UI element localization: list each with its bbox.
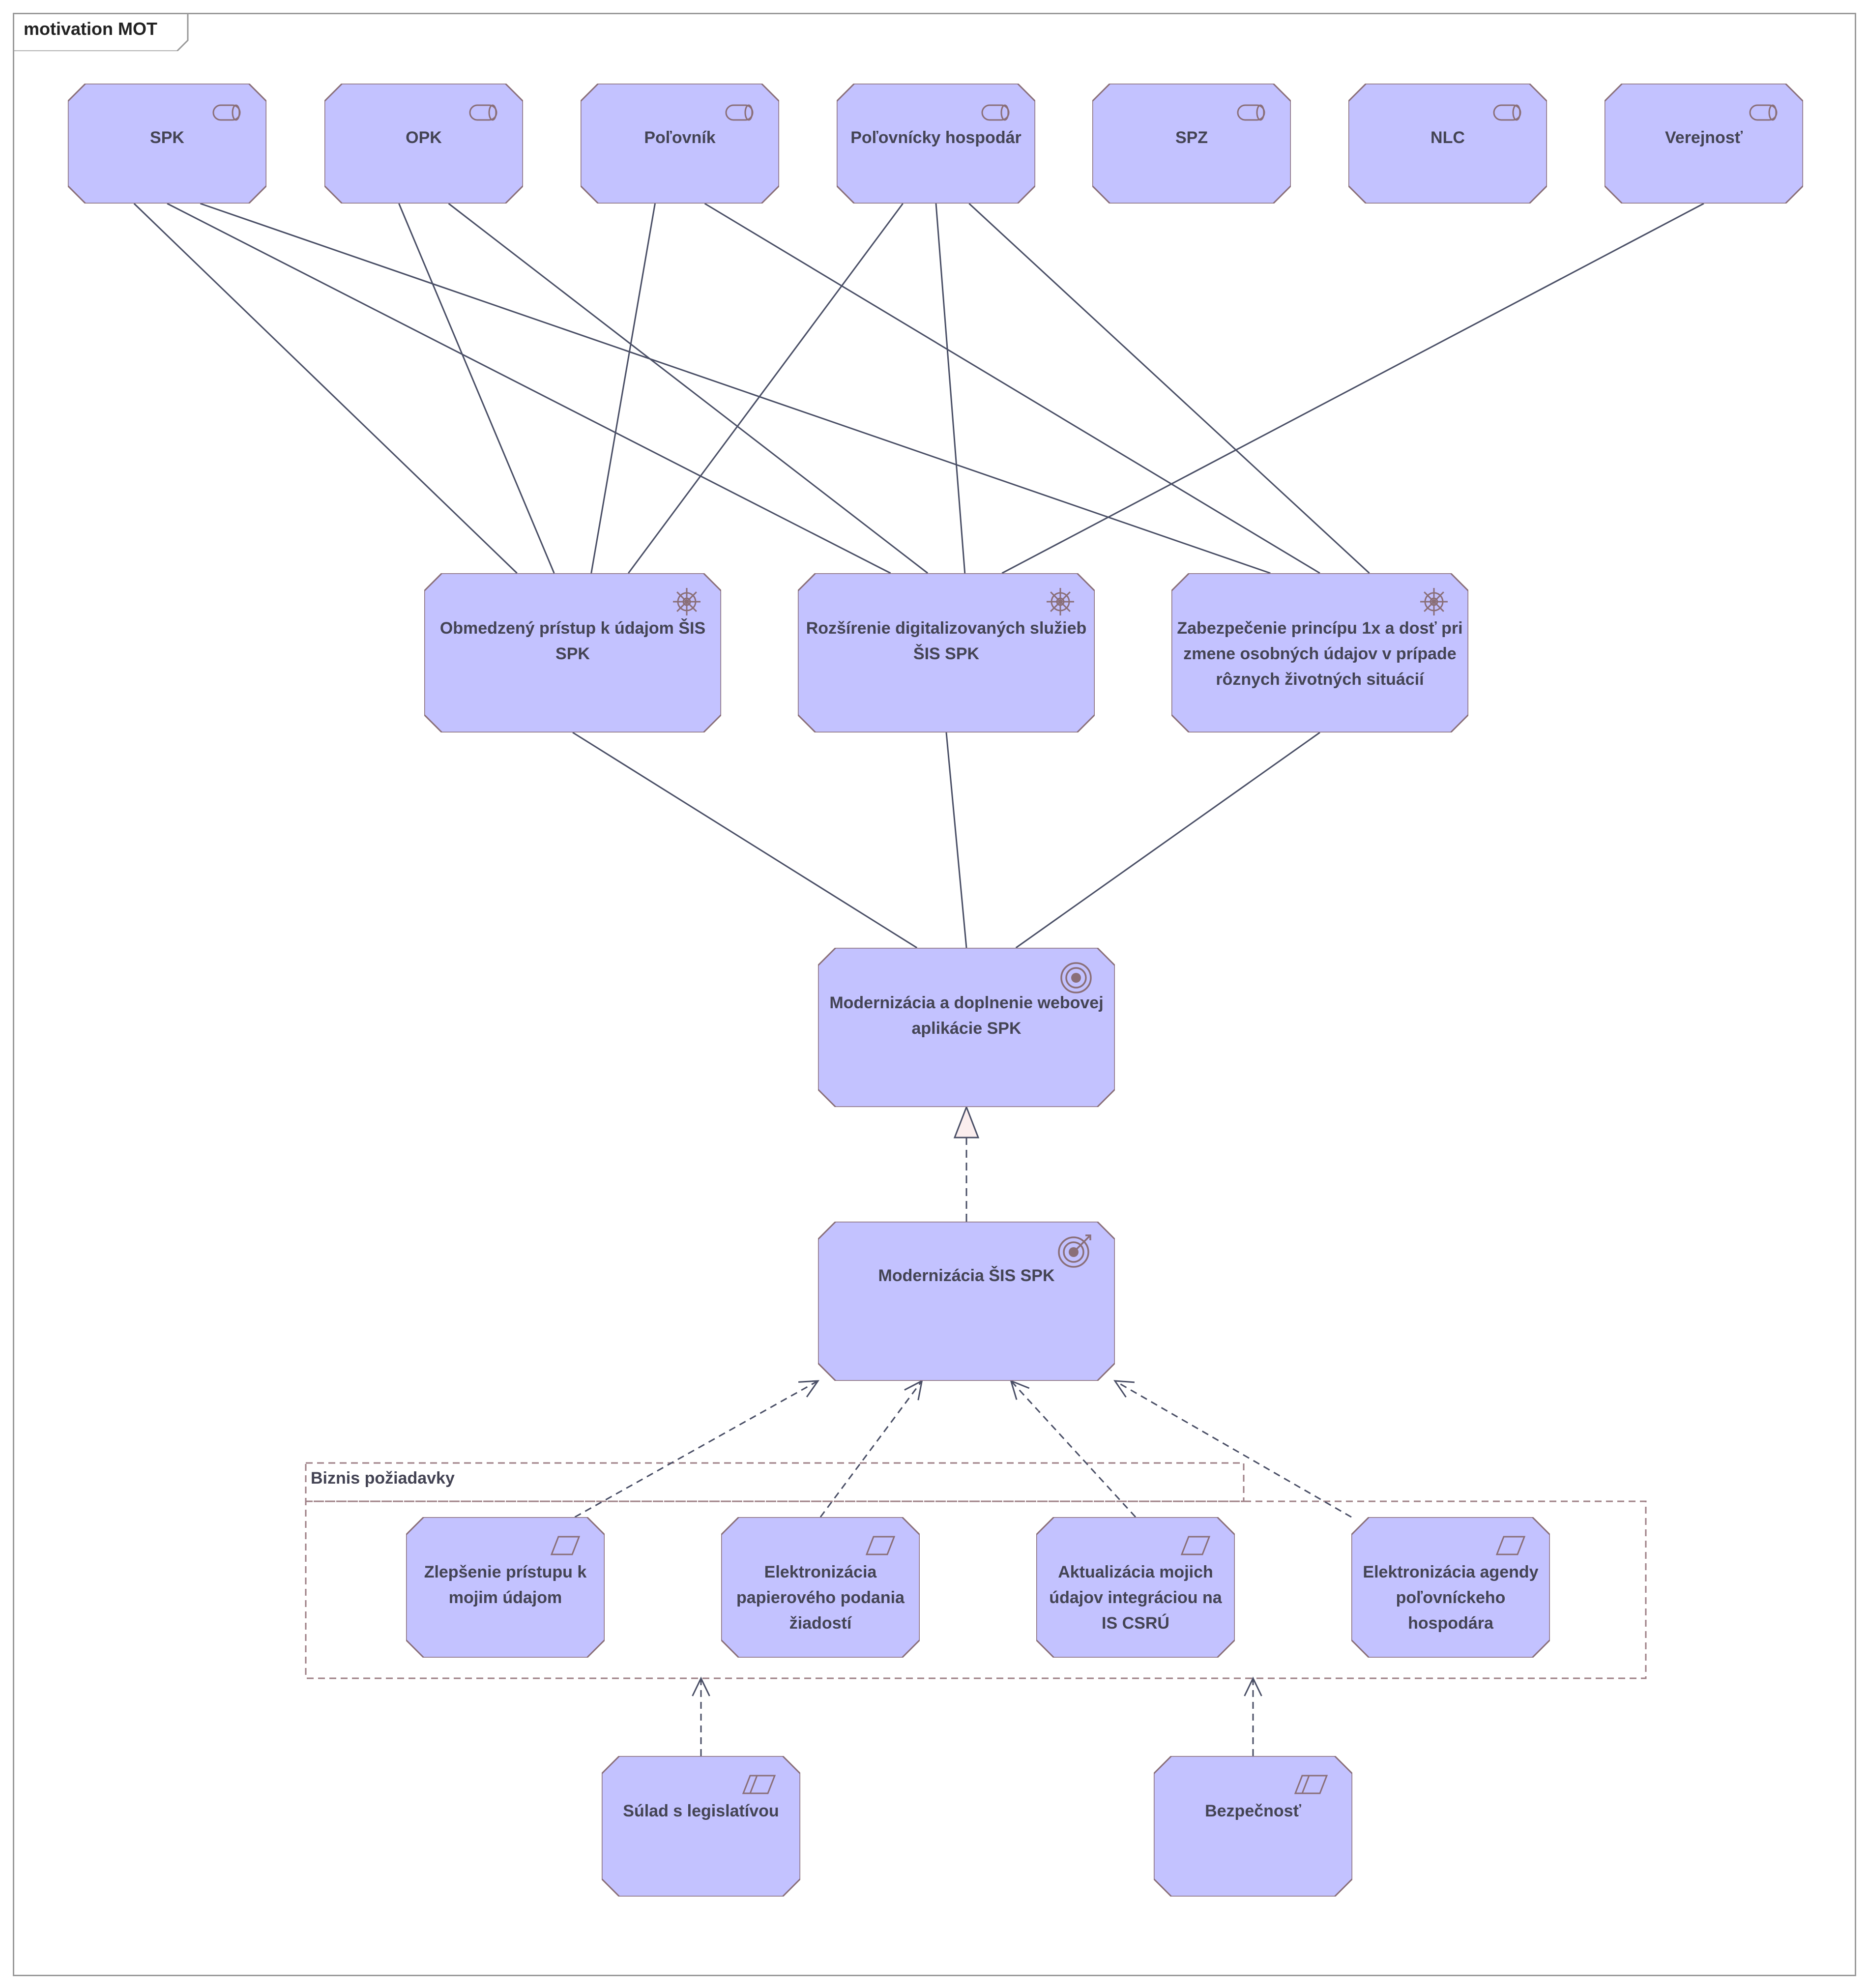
- influence-r2-outcome[interactable]: [819, 1379, 923, 1518]
- group-header-box: [305, 1462, 1245, 1502]
- driver-d2[interactable]: Rozšírenie digitalizovaných služieb ŠIS …: [798, 573, 1095, 732]
- influence-r3-outcome[interactable]: [1010, 1379, 1137, 1518]
- requirement-icon: [865, 1535, 896, 1564]
- requirement-icon: [1495, 1535, 1526, 1564]
- constraint-c1[interactable]: Súlad s legislatívou: [602, 1756, 800, 1897]
- stakeholder-polovnik-label: Poľovník: [644, 128, 716, 147]
- constraint-icon: [1293, 1774, 1329, 1803]
- goal-node-label: Modernizácia a doplnenie webovej aplikác…: [829, 994, 1104, 1038]
- group-label: Biznis požiadavky: [311, 1469, 455, 1488]
- stakeholder-icon: [208, 103, 245, 130]
- association-d3-goal[interactable]: [1015, 731, 1320, 949]
- association-opk-d2[interactable]: [448, 203, 929, 574]
- constraint-c2-label: Bezpečnosť: [1205, 1802, 1301, 1820]
- outcome-node[interactable]: Modernizácia ŠIS SPK: [818, 1222, 1115, 1381]
- frame-title-tab: [13, 13, 189, 51]
- association-hospodar-d3[interactable]: [968, 203, 1370, 574]
- influence-r1-outcome[interactable]: [574, 1380, 820, 1518]
- diagram-frame: [13, 13, 1856, 1976]
- driver-icon: [671, 586, 702, 625]
- goal-icon: [1059, 961, 1093, 1002]
- association-d1-goal[interactable]: [572, 731, 918, 949]
- requirement-r3-label: Aktualizácia mojich údajov integráciou n…: [1049, 1563, 1222, 1633]
- stakeholder-hospodar-label: Poľovnícky hospodár: [850, 128, 1022, 147]
- stakeholder-nlc-label: NLC: [1430, 128, 1465, 147]
- constraint-c2[interactable]: Bezpečnosť: [1154, 1756, 1352, 1897]
- driver-icon: [1045, 586, 1076, 625]
- association-verejnost-d2[interactable]: [1001, 203, 1704, 574]
- driver-d3[interactable]: Zabezpečenie princípu 1x a dosť pri zmen…: [1171, 573, 1468, 732]
- stakeholder-verejnost-label: Verejnosť: [1664, 128, 1743, 147]
- stakeholder-icon: [465, 103, 501, 130]
- influence-r4-outcome[interactable]: [1113, 1380, 1352, 1518]
- requirement-r1[interactable]: Zlepšenie prístupu k mojim údajom: [406, 1517, 605, 1658]
- association-hospodar-d1[interactable]: [628, 203, 904, 574]
- stakeholder-polovnik[interactable]: Poľovník: [581, 84, 779, 204]
- driver-d2-label: Rozšírenie digitalizovaných služieb ŠIS …: [806, 619, 1087, 663]
- stakeholder-spk[interactable]: SPK: [68, 84, 266, 204]
- outcome-icon: [1057, 1231, 1094, 1276]
- stakeholder-opk-label: OPK: [406, 128, 442, 147]
- constraint-c1-label: Súlad s legislatívou: [623, 1802, 779, 1820]
- influence-c1-group[interactable]: [692, 1676, 710, 1756]
- stakeholder-verejnost[interactable]: Verejnosť: [1605, 84, 1803, 204]
- influence-c2-group[interactable]: [1244, 1676, 1262, 1756]
- requirement-icon: [550, 1535, 581, 1564]
- realization-outcome-goal[interactable]: [953, 1105, 980, 1222]
- association-spk-d2[interactable]: [167, 203, 891, 574]
- requirement-r4-label: Elektronizácia agendy poľovníckeho hospo…: [1363, 1563, 1539, 1633]
- stakeholder-icon: [1233, 103, 1269, 130]
- stakeholder-icon: [977, 103, 1014, 130]
- requirement-r2-label: Elektronizácia papierového podania žiado…: [736, 1563, 905, 1633]
- association-d2-goal[interactable]: [945, 732, 967, 948]
- stakeholder-nlc[interactable]: NLC: [1348, 84, 1547, 204]
- diagram-title: motivation MOT: [24, 19, 157, 39]
- stakeholder-spz-label: SPZ: [1175, 128, 1208, 147]
- stakeholder-spz[interactable]: SPZ: [1092, 84, 1291, 204]
- association-spk-d3[interactable]: [200, 203, 1271, 574]
- driver-d1-label: Obmedzený prístup k údajom ŠIS SPK: [439, 619, 706, 663]
- association-polovnik-d3[interactable]: [704, 203, 1320, 574]
- requirement-r3[interactable]: Aktualizácia mojich údajov integráciou n…: [1036, 1517, 1235, 1658]
- goal-node[interactable]: Modernizácia a doplnenie webovej aplikác…: [818, 948, 1115, 1107]
- association-spk-d1[interactable]: [133, 203, 518, 574]
- driver-d3-label: Zabezpečenie princípu 1x a dosť pri zmen…: [1177, 619, 1463, 689]
- stakeholder-icon: [1489, 103, 1525, 130]
- stakeholder-icon: [721, 103, 758, 130]
- stakeholder-hospodar[interactable]: Poľovnícky hospodár: [837, 84, 1035, 204]
- stakeholder-spk-label: SPK: [150, 128, 184, 147]
- outcome-node-label: Modernizácia ŠIS SPK: [878, 1266, 1055, 1285]
- association-opk-d1[interactable]: [398, 203, 555, 574]
- driver-icon: [1418, 586, 1450, 625]
- group-body-box: [305, 1500, 1647, 1679]
- association-polovnik-d1[interactable]: [590, 203, 656, 574]
- stakeholder-opk[interactable]: OPK: [324, 84, 523, 204]
- constraint-icon: [741, 1774, 777, 1803]
- driver-d1[interactable]: Obmedzený prístup k údajom ŠIS SPK: [424, 573, 721, 732]
- association-hospodar-d2[interactable]: [935, 203, 966, 574]
- requirement-r2[interactable]: Elektronizácia papierového podania žiado…: [721, 1517, 920, 1658]
- requirement-icon: [1180, 1535, 1211, 1564]
- requirement-r1-label: Zlepšenie prístupu k mojim údajom: [424, 1563, 587, 1607]
- requirement-r4[interactable]: Elektronizácia agendy poľovníckeho hospo…: [1351, 1517, 1550, 1658]
- stakeholder-icon: [1745, 103, 1781, 130]
